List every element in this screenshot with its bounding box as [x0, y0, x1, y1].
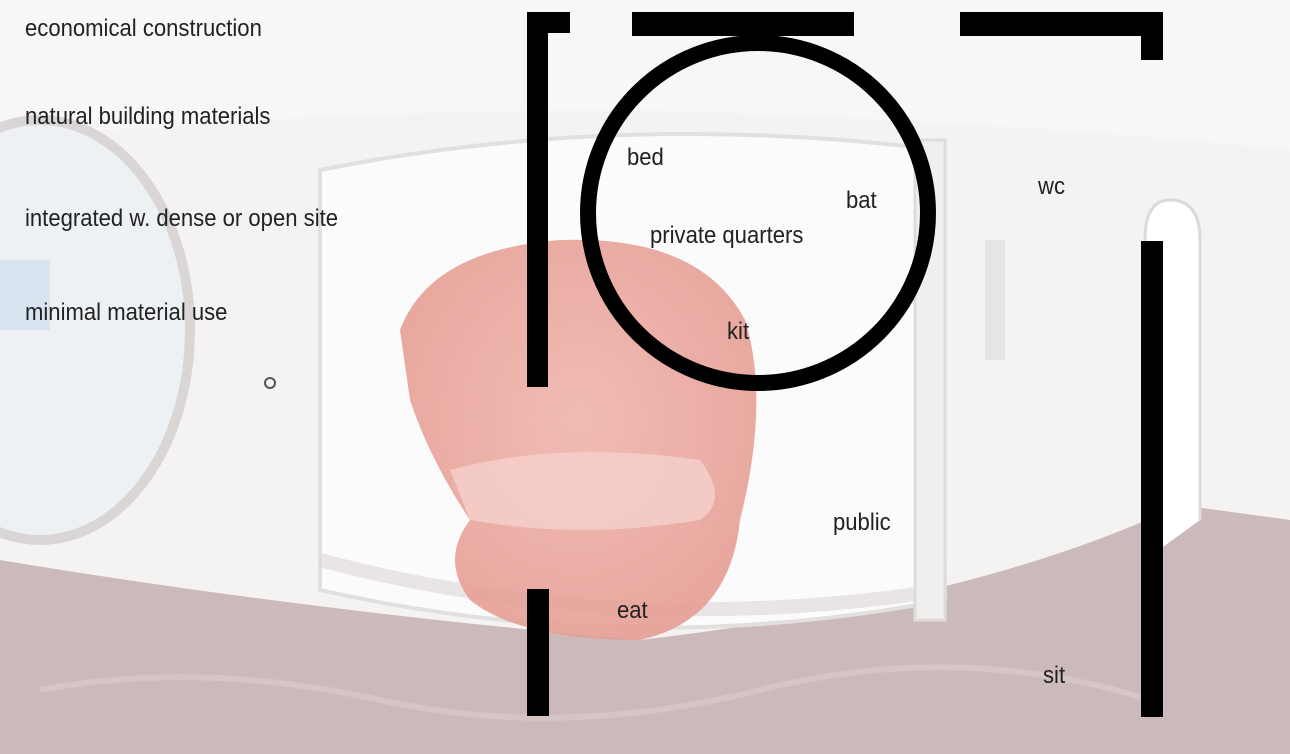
zone-label-public: public [833, 511, 891, 535]
zone-label-sit: sit [1043, 664, 1065, 688]
zone-label-bath: bat [846, 189, 877, 213]
seat-cushion [450, 452, 715, 530]
zone-label-private-quarters: private quarters [650, 224, 803, 248]
right-wall-bar [1141, 241, 1163, 717]
left-wall-bar-lower [527, 589, 549, 716]
top-wall-bar-middle [632, 12, 854, 36]
right-corner-bar [1141, 12, 1163, 60]
zone-label-wc: wc [1038, 175, 1065, 199]
zone-label-kitchen: kit [727, 320, 749, 344]
principle-minimal-material-use: minimal material use [25, 301, 227, 325]
zone-label-eat: eat [617, 599, 648, 623]
zone-label-bed: bed [627, 146, 664, 170]
right-wall-panel [985, 240, 1005, 360]
principle-integrated-site: integrated w. dense or open site [25, 207, 338, 231]
top-wall-bar-right [960, 12, 1163, 36]
principle-economical-construction: economical construction [25, 17, 262, 41]
principle-natural-building-materials: natural building materials [25, 105, 270, 129]
left-wall-bar-upper [527, 12, 548, 387]
